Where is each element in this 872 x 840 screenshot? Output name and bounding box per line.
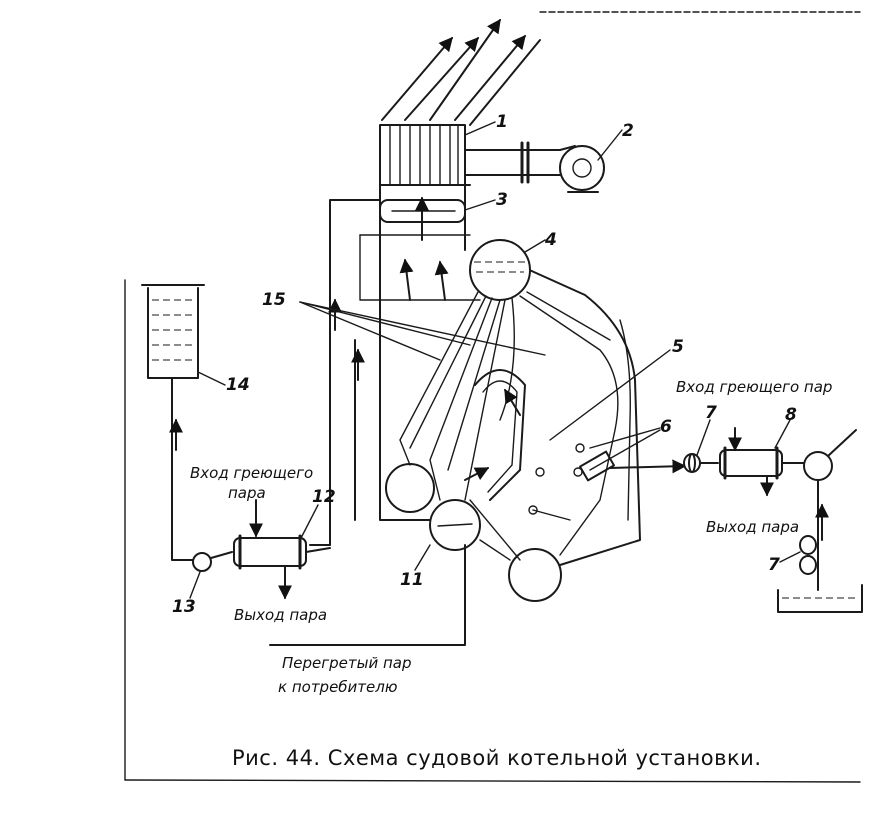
- label-11: 11: [400, 570, 424, 590]
- label-6: 6: [660, 417, 672, 437]
- right-heating-line: [609, 427, 863, 613]
- label-13: 13: [172, 597, 196, 617]
- label-7-top: 7: [705, 403, 717, 423]
- gas-flow-arrows: [399, 258, 521, 481]
- label-8: 8: [785, 405, 797, 425]
- pump-13-heater-12: [171, 499, 331, 600]
- tube-bundles: [399, 291, 619, 561]
- label-steam-out-right: Выход пара: [706, 518, 799, 536]
- label-14: 14: [226, 375, 250, 395]
- water-drums: [385, 463, 562, 602]
- label-4: 4: [544, 230, 557, 250]
- leader-lines: [189, 121, 801, 599]
- air-heater-1: [379, 124, 471, 186]
- label-7-bottom: 7: [768, 555, 780, 575]
- page-frame: [124, 11, 861, 783]
- fan-2: [464, 141, 605, 193]
- label-5: 5: [672, 337, 684, 357]
- label-2: 2: [622, 121, 634, 141]
- label-heating-steam-in-left-2: пара: [228, 484, 266, 502]
- figure-caption: Рис. 44. Схема судовой котельной установ…: [232, 746, 762, 770]
- label-15: 15: [262, 290, 286, 310]
- label-12: 12: [312, 487, 336, 507]
- label-3: 3: [496, 190, 508, 210]
- label-heating-steam-in-right: Вход греющего пар: [676, 378, 832, 396]
- label-1: 1: [496, 112, 508, 132]
- burners-6: [528, 443, 615, 521]
- flue-gas-arrows: [381, 18, 541, 126]
- label-steam-out-left: Выход пара: [234, 606, 327, 624]
- steam-drum-4: [469, 239, 531, 301]
- feedwater-piping: [269, 199, 466, 646]
- feed-tank-14: [141, 284, 205, 556]
- label-heating-steam-in-left: Вход греющего: [190, 464, 313, 482]
- superheater-3: [379, 196, 466, 241]
- boiler-casing: [359, 184, 641, 566]
- label-superheated-steam: Перегретый пар: [282, 654, 412, 672]
- label-to-consumer: к потребителю: [278, 678, 397, 696]
